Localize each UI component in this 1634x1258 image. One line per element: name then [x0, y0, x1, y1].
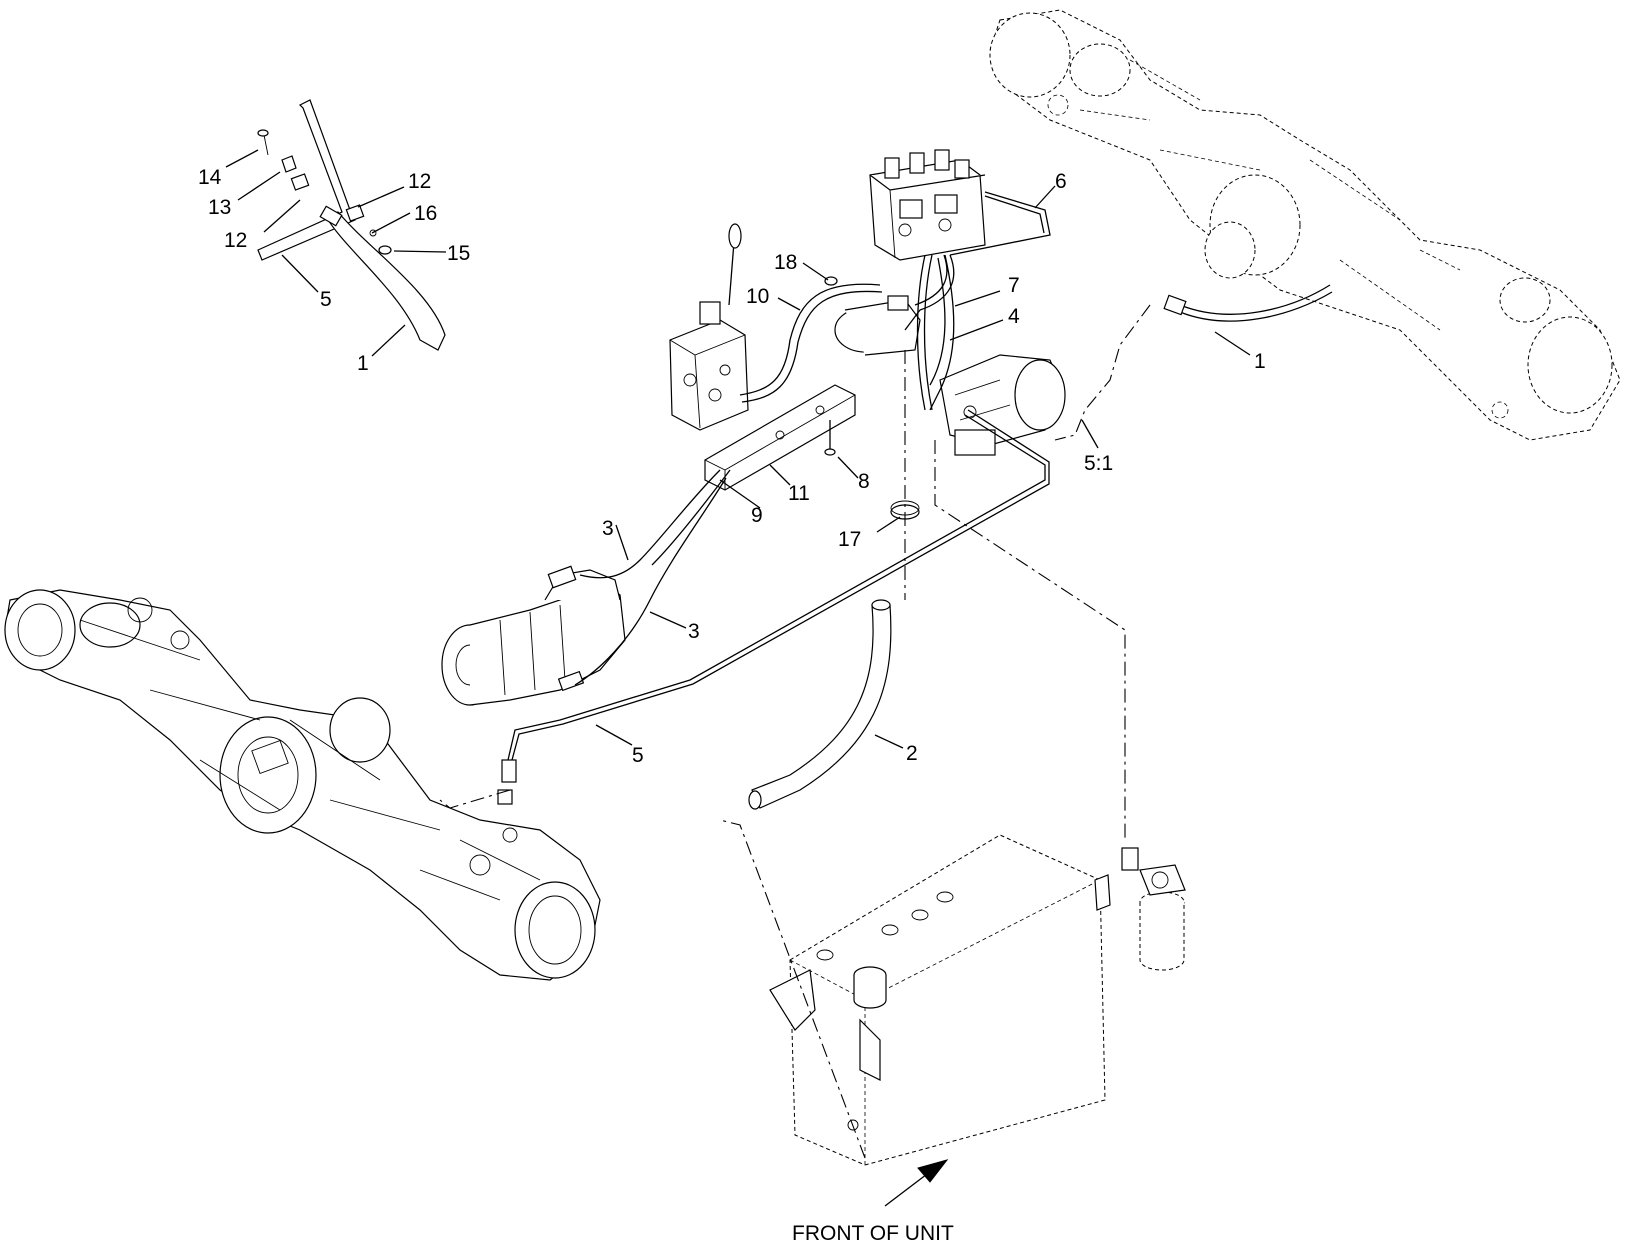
detail-inset — [257, 99, 446, 351]
hydraulic-pump — [834, 295, 921, 356]
callout-5-1: 5:1 — [1084, 452, 1113, 475]
callout-1-rear: 1 — [1254, 350, 1266, 373]
callout-3-lower: 3 — [688, 620, 700, 643]
callout-10: 10 — [746, 285, 769, 308]
callout-5-inset: 5 — [320, 288, 332, 311]
callout-4: 4 — [1008, 305, 1020, 328]
leader-lines — [225, 149, 1251, 749]
rear-axle-assembly — [989, 9, 1621, 441]
arrow-head-icon — [917, 1159, 949, 1183]
control-valve — [869, 149, 986, 261]
callout-12-right: 12 — [408, 170, 431, 193]
loader-valve — [669, 223, 749, 431]
assembly-centerlines — [439, 304, 1151, 1159]
callout-12-left: 12 — [224, 229, 247, 252]
hydraulic-filter — [1121, 847, 1186, 971]
hydraulic-hoses — [497, 191, 1333, 805]
suction-hose — [748, 599, 892, 810]
callout-3-upper: 3 — [602, 517, 614, 540]
hydraulic-motor-rear — [939, 354, 1066, 456]
bolt-8 — [824, 420, 836, 456]
hydraulic-tank — [769, 834, 1111, 1166]
callout-11: 11 — [788, 482, 810, 505]
callout-13: 13 — [208, 196, 231, 219]
nut-18 — [824, 276, 838, 286]
callout-17: 17 — [838, 528, 861, 551]
callout-14: 14 — [198, 166, 222, 189]
callout-9: 9 — [751, 504, 763, 527]
manifold-block — [704, 384, 856, 491]
front-of-unit-label: FRONT OF UNIT — [792, 1222, 954, 1245]
hydraulic-motor-front — [441, 565, 626, 706]
front-axle-assembly — [4, 589, 601, 981]
callout-16: 16 — [414, 202, 437, 225]
front-of-unit-indicator: FRONT OF UNIT — [792, 1159, 954, 1245]
callout-6: 6 — [1055, 170, 1067, 193]
callout-1-inset: 1 — [357, 352, 369, 375]
callout-8: 8 — [858, 470, 870, 493]
callout-2: 2 — [906, 742, 918, 765]
callout-labels: 14 13 12 12 16 15 5 1 6 18 10 7 4 1 5:1 … — [198, 166, 1266, 767]
callout-18: 18 — [774, 251, 797, 274]
callout-5-lower: 5 — [632, 744, 644, 767]
callout-7: 7 — [1008, 274, 1020, 297]
callout-15: 15 — [447, 242, 470, 265]
